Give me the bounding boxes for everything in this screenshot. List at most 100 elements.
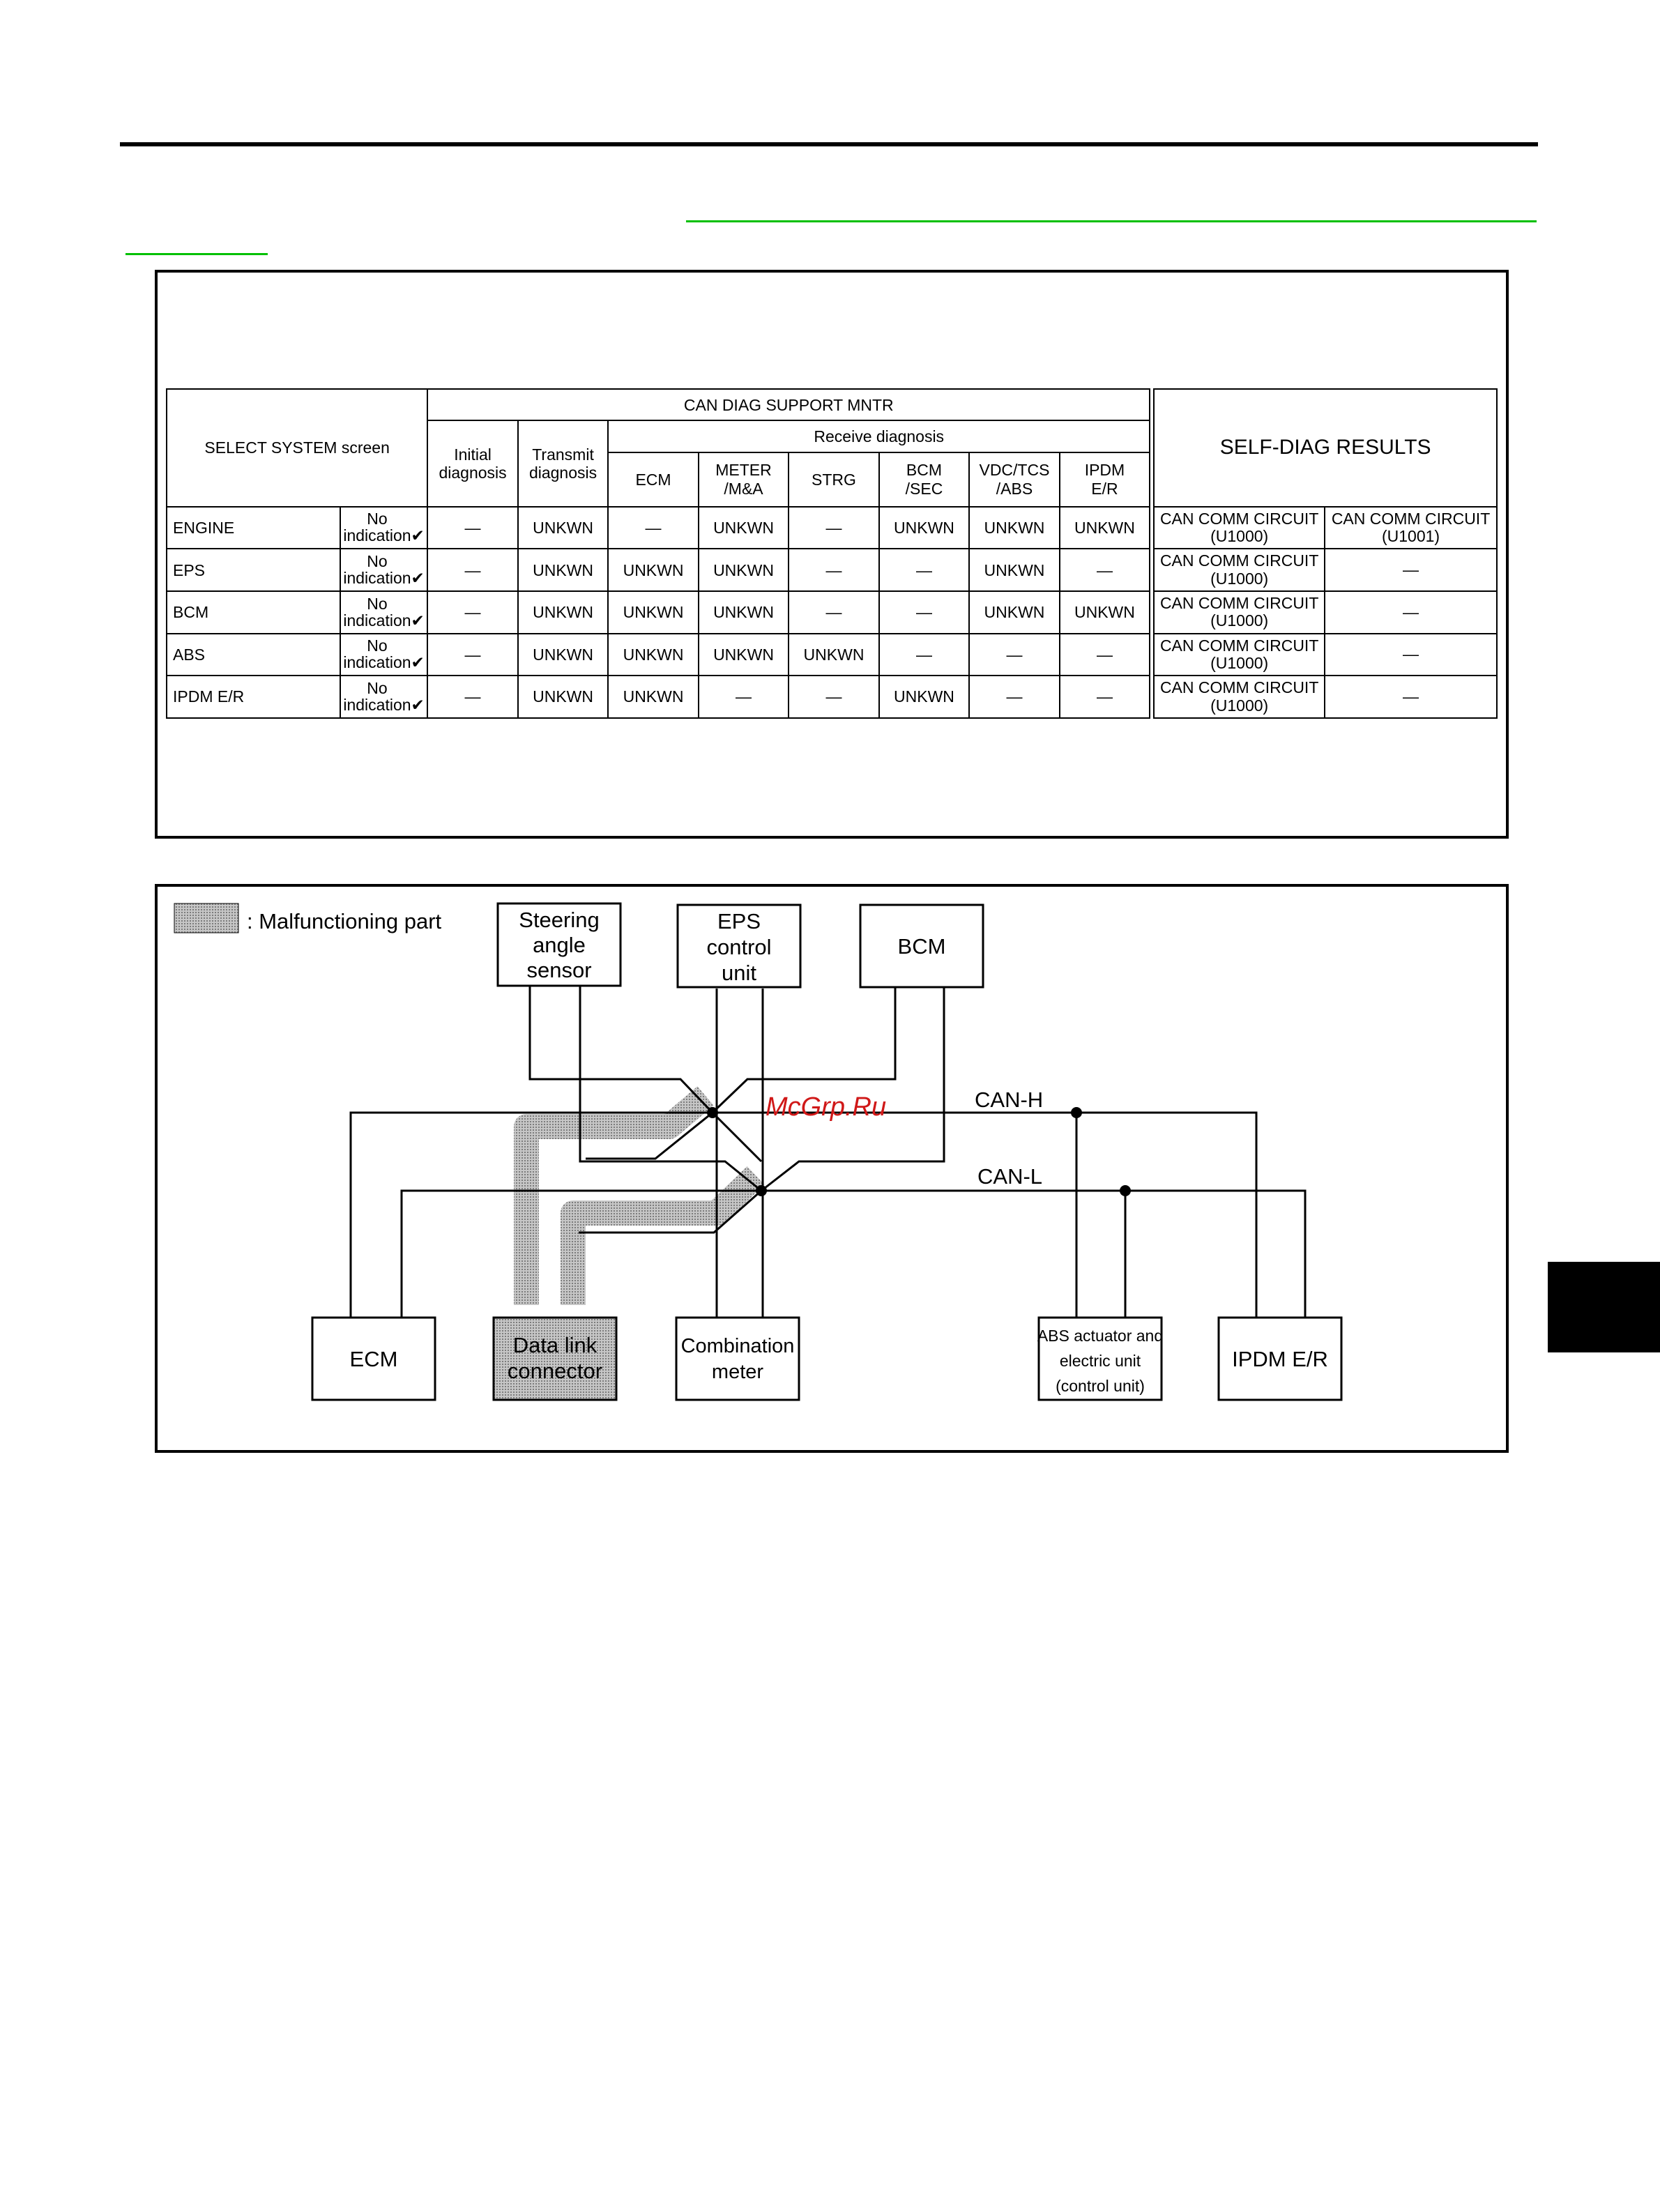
steering-can-h: [528, 983, 714, 1114]
row-spacer: [1149, 591, 1155, 634]
transmit-diagnosis-cell: UNKWN: [517, 632, 609, 677]
row-spacer: [1149, 506, 1155, 549]
transmit-diagnosis-cell: UNKWN: [517, 675, 609, 719]
checkmark-icon: ✔: [411, 696, 425, 715]
diagnosis-results-panel: [155, 270, 1509, 839]
header-receive-col: BCM/SEC: [878, 451, 970, 508]
row-spacer: [1149, 633, 1155, 676]
receive-diagnosis-cell: UNKWN: [968, 505, 1060, 550]
receive-diagnosis-cell: —: [968, 675, 1060, 719]
receive-diagnosis-cell: —: [788, 505, 880, 550]
ecm-box: [311, 1316, 436, 1401]
steering-label-1: Steering: [519, 908, 599, 932]
system-name-cell: ABS: [166, 632, 341, 677]
system-name-cell: BCM: [166, 590, 341, 634]
bcm-box: [859, 903, 984, 989]
eps-label-2: control: [706, 935, 771, 959]
receive-diagnosis-cell: UNKWN: [788, 632, 880, 677]
section-tab: [1548, 1262, 1660, 1352]
steering-label-3: sensor: [526, 958, 591, 982]
abs-actuator-box: [1037, 1316, 1163, 1401]
meter-label-1: Combination: [681, 1335, 795, 1357]
receive-diagnosis-cell: UNKWN: [1058, 590, 1151, 634]
self-diag-cell: CAN COMM CIRCUIT(U1000): [1153, 548, 1326, 593]
abs-label-3: (control unit): [1056, 1377, 1145, 1395]
receive-diagnosis-cell: UNKWN: [697, 632, 790, 677]
initial-diagnosis-cell: —: [427, 632, 519, 677]
initial-diagnosis-cell: —: [427, 505, 519, 550]
ecm-label: ECM: [350, 1347, 398, 1371]
can-network-panel: [155, 884, 1509, 1453]
receive-diagnosis-cell: UNKWN: [968, 590, 1060, 634]
abs-label-2: electric unit: [1060, 1352, 1141, 1370]
malfunction-harness: [514, 1086, 765, 1305]
receive-diagnosis-cell: —: [878, 548, 970, 593]
link-underline-continued: [125, 253, 268, 255]
receive-diagnosis-cell: UNKWN: [697, 590, 790, 634]
header-receive-col: VDC/TCS/ABS: [968, 451, 1060, 508]
initial-diagnosis-cell: —: [427, 675, 519, 719]
row-spacer: [1149, 549, 1155, 592]
system-name-cell: EPS: [166, 548, 341, 593]
ipdm-er-box: [1217, 1316, 1343, 1401]
self-diag-cell: —: [1324, 590, 1498, 634]
receive-diagnosis-cell: UNKWN: [1058, 505, 1151, 550]
receive-diagnosis-cell: —: [1058, 675, 1151, 719]
receive-diagnosis-cell: —: [878, 590, 970, 634]
header-receive-col: ECM: [607, 451, 699, 508]
self-diag-cell: CAN COMM CIRCUIT(U1000): [1153, 590, 1326, 634]
self-diag-cell: —: [1324, 548, 1498, 593]
can-h-label: CAN-H: [975, 1088, 1043, 1112]
row-spacer: [1149, 676, 1155, 718]
header-select-system: SELECT SYSTEM screen: [165, 388, 429, 508]
top-rule: [120, 142, 1538, 146]
receive-diagnosis-cell: UNKWN: [697, 548, 790, 593]
eps-control-unit-box: [676, 903, 802, 989]
self-diag-cell: CAN COMM CIRCUIT(U1000): [1153, 675, 1326, 719]
dlc-can-l-link: [579, 1189, 762, 1234]
checkmark-icon: ✔: [411, 653, 425, 672]
combination-meter-box: [675, 1316, 800, 1401]
transmit-diagnosis-cell: UNKWN: [517, 548, 609, 593]
checkmark-icon: ✔: [411, 526, 425, 545]
receive-diagnosis-cell: UNKWN: [878, 675, 970, 719]
header-receive-diagnosis: Receive diagnosis: [607, 420, 1151, 453]
system-name-cell: ENGINE: [166, 505, 341, 550]
malfunction-legend-swatch: [174, 903, 239, 933]
diagnosis-results-table: SELECT SYSTEM screen CAN DIAG SUPPORT MN…: [165, 388, 1498, 719]
self-diag-cell: —: [1324, 675, 1498, 719]
receive-diagnosis-cell: —: [788, 590, 880, 634]
receive-diagnosis-cell: —: [697, 675, 790, 719]
transmit-diagnosis-cell: UNKWN: [517, 505, 609, 550]
receive-diagnosis-cell: —: [1058, 548, 1151, 593]
system-name-cell: IPDM E/R: [166, 675, 341, 719]
bcm-can-l: [761, 983, 945, 1192]
header-receive-col: METER/M&A: [697, 451, 790, 508]
link-underline: [686, 220, 1537, 222]
header-spacer: [1149, 389, 1155, 507]
splice-cross-h: [711, 1111, 763, 1163]
watermark: McGrp.Ru: [766, 1092, 886, 1122]
transmit-diagnosis-cell: UNKWN: [517, 590, 609, 634]
receive-diagnosis-cell: UNKWN: [878, 505, 970, 550]
dlc-cross-link: [586, 1111, 713, 1160]
checkmark-icon: ✔: [411, 569, 425, 588]
receive-diagnosis-cell: —: [607, 505, 699, 550]
can-l-label: CAN-L: [977, 1164, 1042, 1189]
can-bus-wiring: [349, 983, 1307, 1318]
bcm-label: BCM: [898, 934, 946, 959]
ipdm-label: IPDM E/R: [1232, 1347, 1328, 1371]
self-diag-cell: —: [1324, 632, 1498, 677]
receive-diagnosis-cell: UNKWN: [607, 675, 699, 719]
dlc-label-2: connector: [508, 1359, 602, 1383]
header-self-diag-results: SELF-DIAG RESULTS: [1153, 388, 1498, 508]
receive-diagnosis-cell: —: [788, 675, 880, 719]
